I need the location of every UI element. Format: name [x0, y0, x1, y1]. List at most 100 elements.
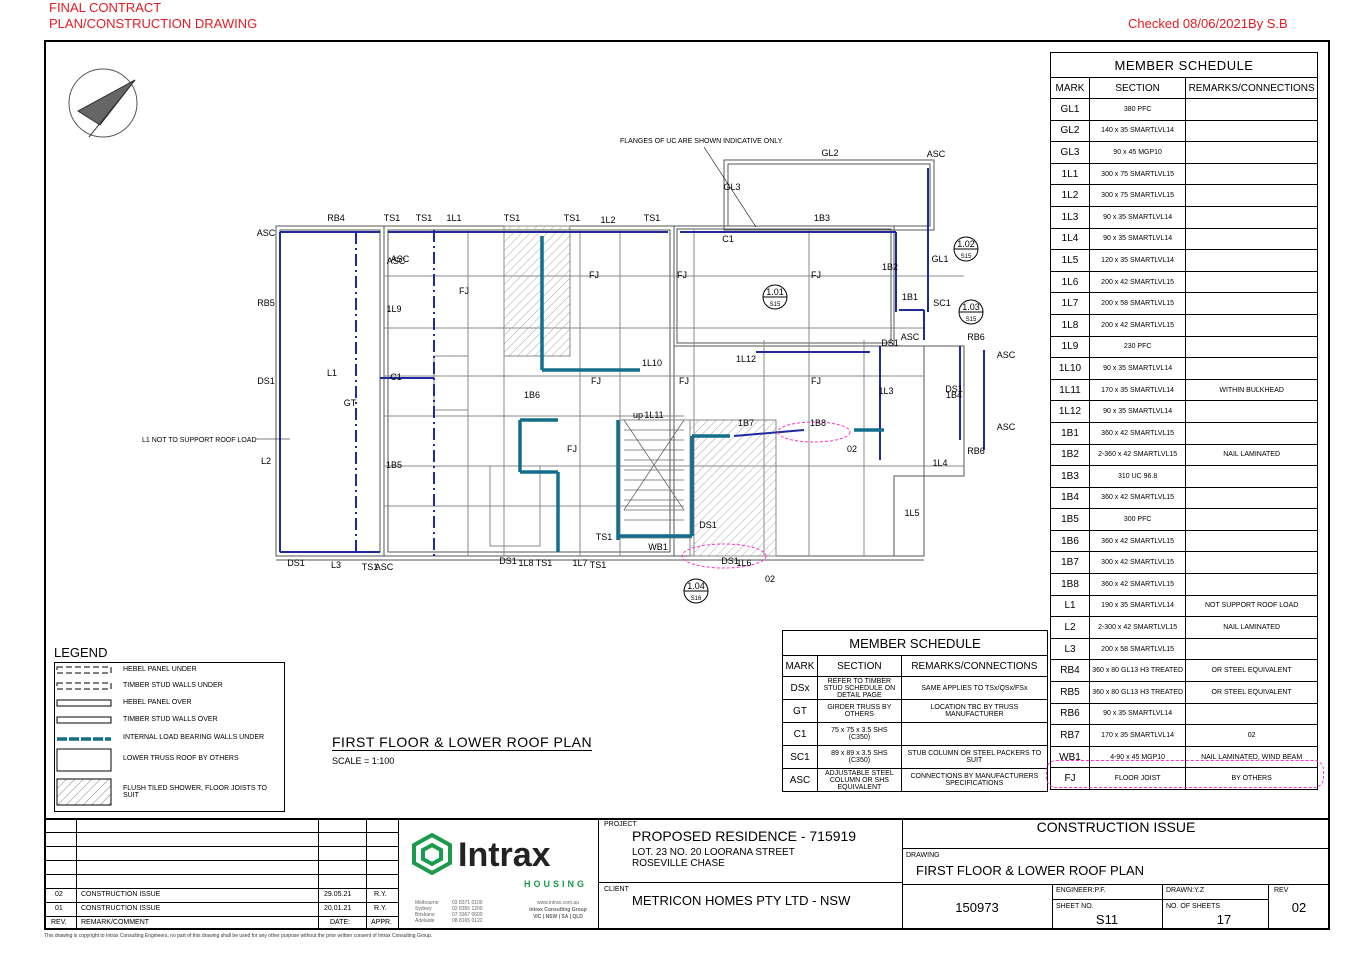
svg-text:FJ: FJ — [459, 286, 469, 296]
member-remarks — [1185, 335, 1318, 359]
member-remarks — [1185, 421, 1318, 445]
svg-text:TS1: TS1 — [536, 558, 553, 568]
svg-text:FJ: FJ — [591, 376, 601, 386]
member-section: 90 x 35 SMARTLVL14 — [1088, 702, 1187, 726]
svg-text:ASC: ASC — [391, 254, 410, 264]
legend-item: FLUSH TILED SHOWER, FLOOR JOISTS TO SUIT — [123, 785, 267, 799]
member-mark: RB5 — [1050, 681, 1090, 704]
member-remarks: WITHIN BULKHEAD — [1185, 378, 1318, 402]
member-mark: ASC — [782, 768, 818, 792]
svg-text:TS1: TS1 — [362, 562, 379, 572]
member-mark: 1B7 — [1050, 551, 1090, 575]
member-section: 380 PFC — [1088, 98, 1187, 121]
member-section: 200 x 42 SMARTLVL15 — [1088, 270, 1187, 294]
svg-text:C1: C1 — [390, 372, 402, 382]
member-mark: DSx — [782, 676, 818, 700]
svg-text:S16: S16 — [691, 596, 702, 602]
schedule-title: MEMBER SCHEDULE — [1050, 52, 1318, 78]
svg-text:ASC: ASC — [997, 422, 1016, 432]
svg-text:GL3: GL3 — [723, 182, 740, 192]
project-label: PROJECT — [604, 821, 637, 828]
floor-plan: 1.01 S15 1.02 S15 1.03 S15 1.04 S16 RB4 … — [68, 68, 1016, 604]
checked-stamp: Checked 08/06/2021By S.B — [1128, 16, 1288, 31]
drawing-name: FIRST FLOOR & LOWER ROOF PLAN — [916, 863, 1145, 878]
svg-text:TS1: TS1 — [416, 213, 433, 223]
svg-text:1L9: 1L9 — [386, 304, 401, 314]
member-mark: 1B3 — [1050, 465, 1090, 488]
svg-text:FJ: FJ — [677, 270, 687, 280]
svg-text:TS1: TS1 — [564, 213, 581, 223]
sheet-number: S11 — [1095, 912, 1119, 927]
svg-text:S15: S15 — [961, 254, 972, 260]
svg-text:DS1: DS1 — [287, 558, 305, 568]
member-mark: 1L2 — [1050, 184, 1090, 207]
engineer: ENGINEER:P.F. — [1056, 887, 1106, 894]
copyright-note: This drawing is copyright to Intrax Cons… — [44, 933, 433, 939]
drawing-label: DRAWING — [906, 852, 940, 859]
svg-text:RB6: RB6 — [967, 332, 985, 342]
member-remarks — [1185, 205, 1318, 229]
member-remarks — [1185, 486, 1318, 510]
company-sub: HOUSING — [524, 879, 588, 889]
job-number: 150973 — [955, 900, 999, 915]
svg-text:1B6: 1B6 — [524, 390, 540, 400]
svg-text:S15: S15 — [966, 317, 977, 323]
member-remarks — [1185, 270, 1318, 294]
svg-text:ASC: ASC — [257, 228, 276, 238]
intrax-logo-icon — [412, 832, 452, 876]
svg-text:1B2: 1B2 — [882, 262, 898, 272]
svg-text:1B3: 1B3 — [814, 213, 830, 223]
svg-text:1.03: 1.03 — [962, 302, 980, 312]
hebel-under-swatch — [56, 666, 112, 674]
member-remarks — [1185, 465, 1318, 488]
svg-text:L3: L3 — [331, 560, 341, 570]
member-section: 170 x 35 SMARTLVL14 — [1088, 724, 1187, 747]
member-remarks: OR STEEL EQUIVALENT — [1185, 659, 1318, 683]
svg-text:1L1: 1L1 — [446, 213, 461, 223]
legend-item: TIMBER STUD WALLS OVER — [123, 716, 218, 723]
member-remarks: OR STEEL EQUIVALENT — [1185, 681, 1318, 704]
member-remarks — [1185, 98, 1318, 121]
status-line-2: PLAN/CONSTRUCTION DRAWING — [49, 16, 258, 31]
svg-text:GL1: GL1 — [931, 254, 948, 264]
section-1-01-label: 1.01 — [766, 287, 784, 297]
schedule-title: MEMBER SCHEDULE — [782, 630, 1048, 656]
member-mark: GL3 — [1050, 141, 1090, 164]
svg-text:FJ: FJ — [811, 376, 821, 386]
member-remarks — [1185, 119, 1318, 143]
member-remarks — [1185, 162, 1318, 186]
member-mark: L1 — [1050, 594, 1090, 618]
member-section: 300 x 42 SMARTLVL15 — [1088, 551, 1187, 575]
svg-text:TS1: TS1 — [590, 560, 607, 570]
svg-text:1L5: 1L5 — [904, 508, 919, 518]
member-remarks — [1185, 400, 1318, 423]
member-section: 90 x 35 SMARTLVL14 — [1088, 357, 1187, 380]
member-mark: GL2 — [1050, 119, 1090, 143]
rev-comment: CONSTRUCTION ISSUE — [81, 891, 161, 898]
client-name: METRICON HOMES PTY LTD - NSW — [632, 893, 851, 908]
member-mark: 1B8 — [1050, 573, 1090, 596]
rev-date: 20.01.21 — [324, 905, 352, 912]
title-block — [44, 818, 1330, 932]
member-mark: RB6 — [1050, 702, 1090, 726]
rev-number: 01 — [55, 905, 63, 912]
member-mark: RB7 — [1050, 724, 1090, 747]
member-section: 360 x 42 SMARTLVL15 — [1088, 421, 1187, 445]
svg-text:WB1: WB1 — [648, 542, 668, 552]
